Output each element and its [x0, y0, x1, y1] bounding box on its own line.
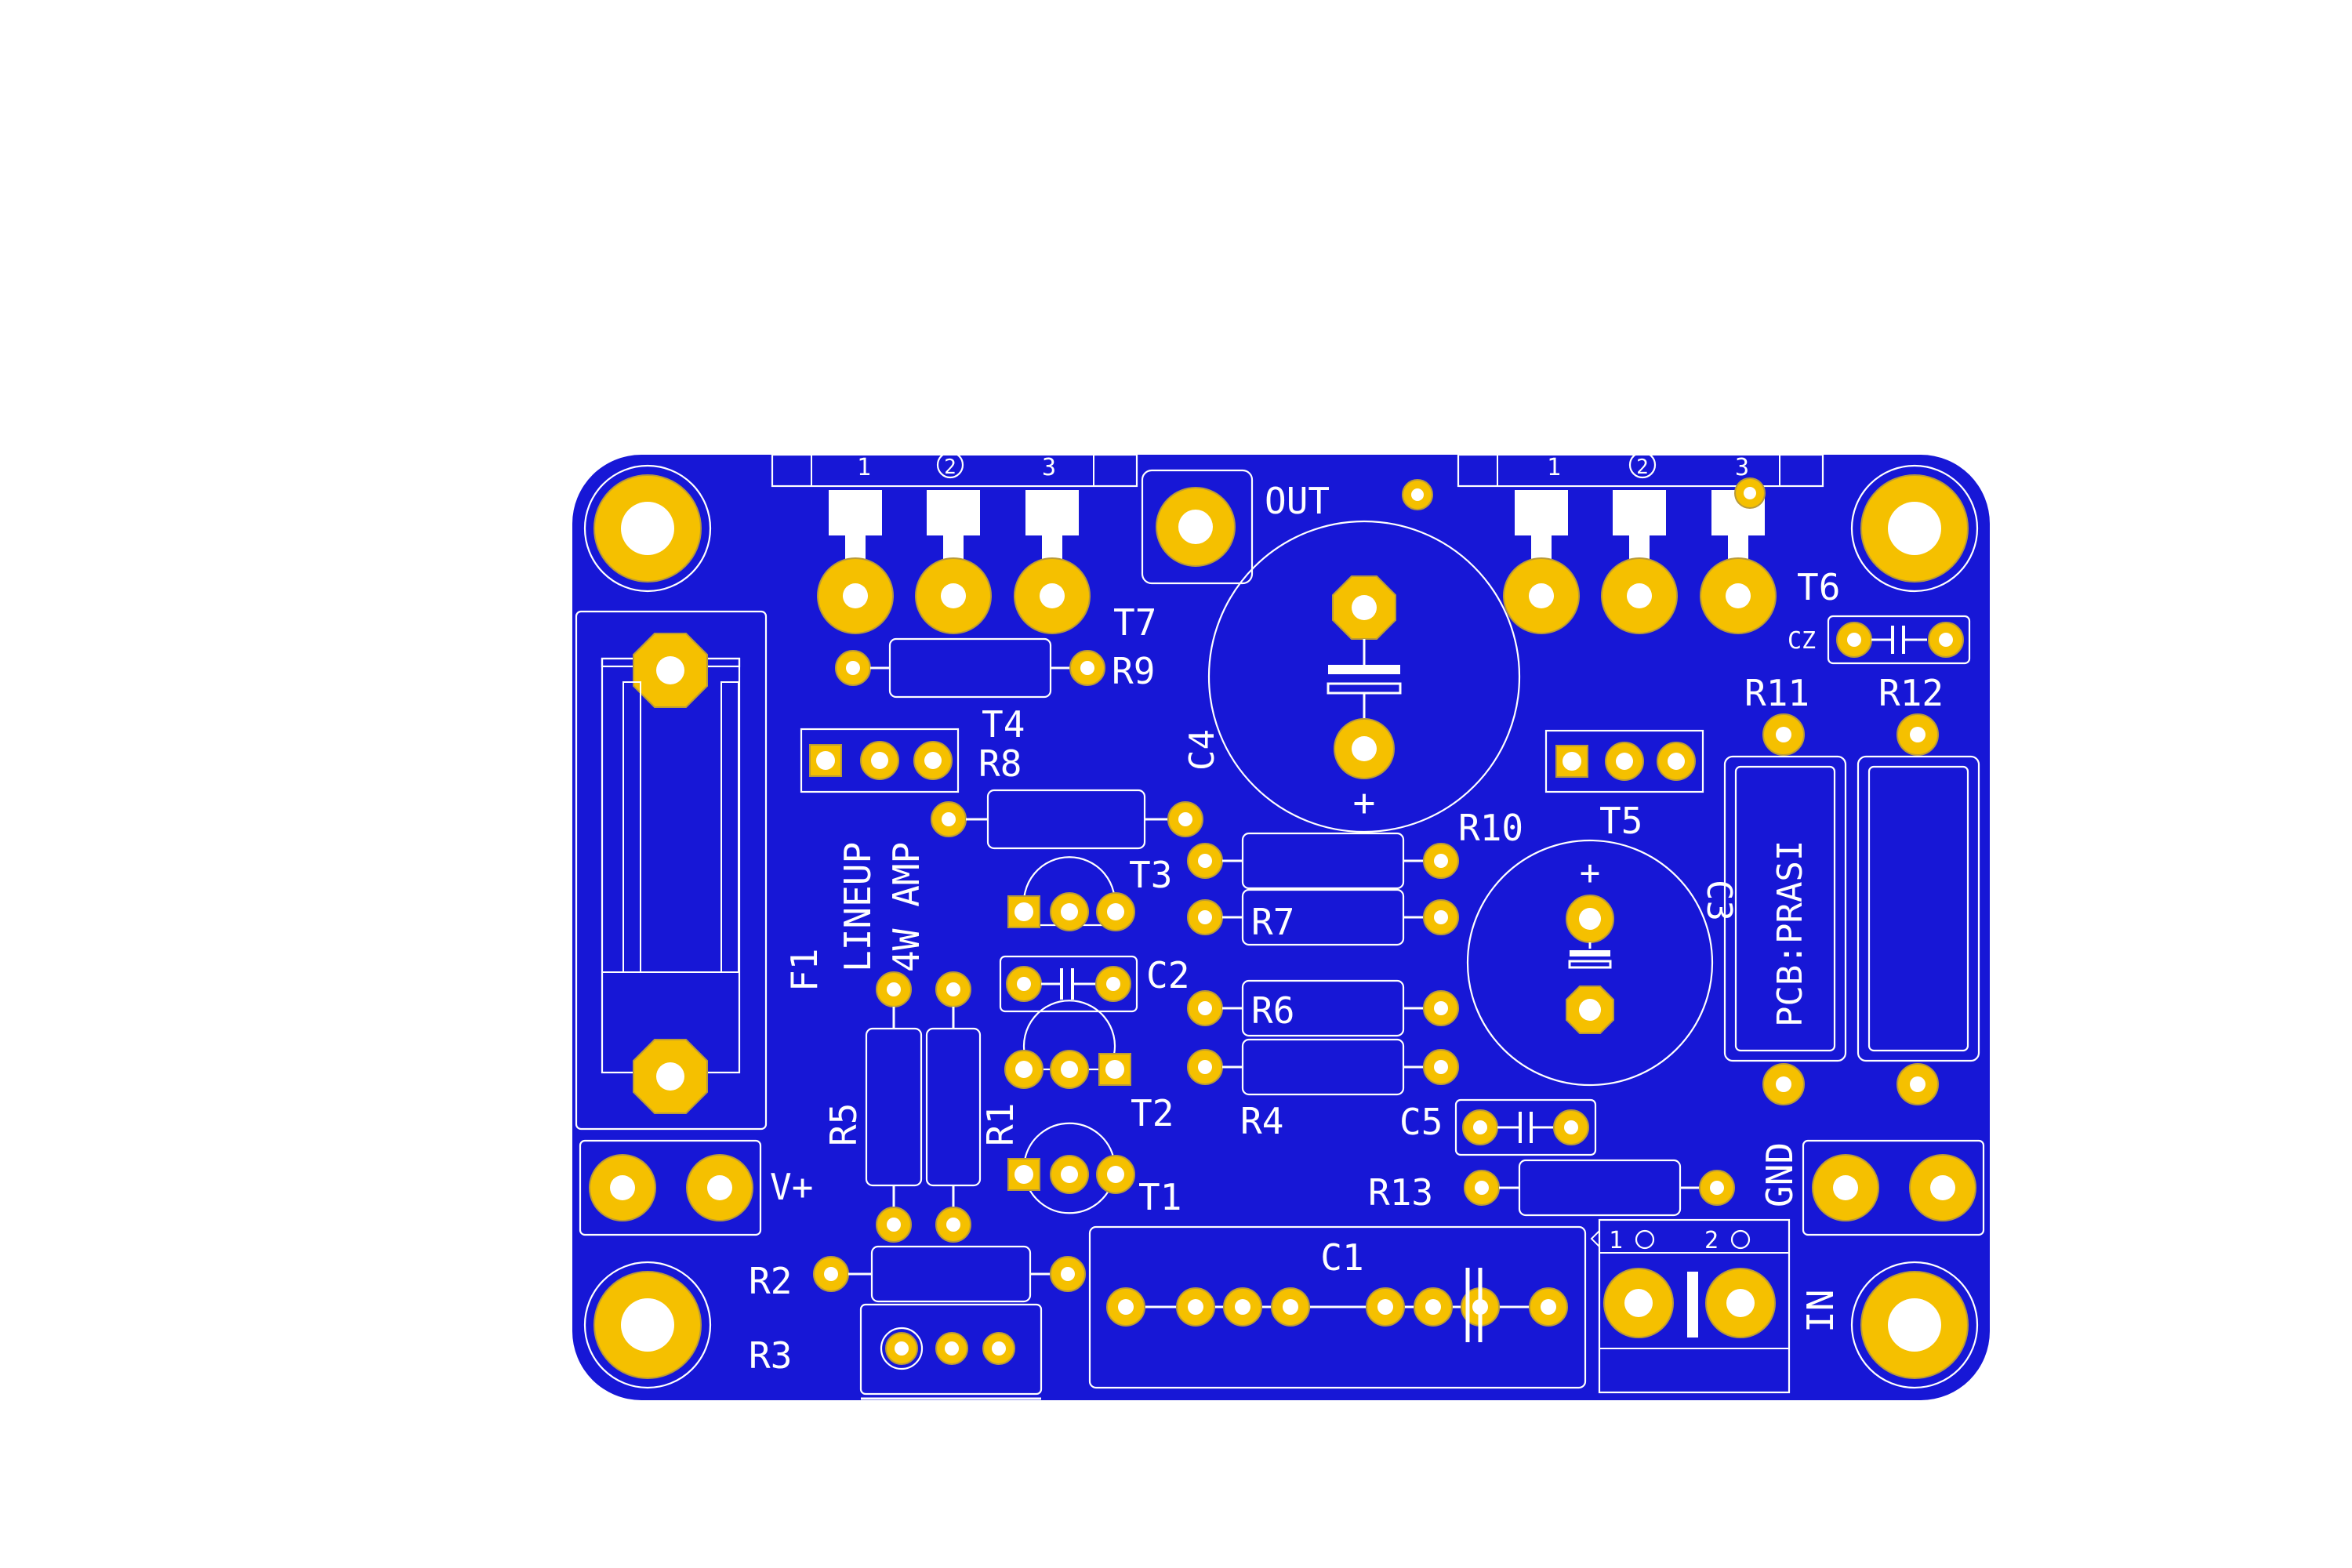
resistor-r5	[865, 971, 923, 1243]
capacitor-c2	[999, 955, 1138, 1013]
resistor-r10	[1187, 832, 1459, 890]
resistor-r6	[1187, 979, 1459, 1037]
mounting-hole-icon	[583, 1261, 712, 1389]
svg-text:2: 2	[1704, 1227, 1719, 1254]
label-r3: R3	[749, 1334, 792, 1377]
label-r6: R6	[1251, 989, 1294, 1032]
label-cz: CZ	[1788, 627, 1816, 655]
capacitor-symbol-icon	[1465, 1268, 1483, 1342]
svg-text:2: 2	[1636, 456, 1649, 479]
resistor-r7	[1187, 888, 1459, 946]
label-t1: T1	[1138, 1176, 1181, 1218]
svg-text:2: 2	[944, 456, 956, 479]
label-f1: F1	[783, 949, 826, 992]
transistor-t5	[1544, 729, 1704, 793]
label-pcb-prasi: PCB:PRASI	[1770, 840, 1810, 1027]
label-4w-amp: 4W AMP	[885, 842, 927, 972]
resistor-r13	[1464, 1159, 1735, 1217]
label-r5: R5	[822, 1103, 865, 1146]
resistor-r4	[1187, 1038, 1459, 1096]
svg-text:3: 3	[1042, 454, 1056, 481]
label-in: IN	[1799, 1290, 1842, 1333]
label-t2: T2	[1131, 1092, 1174, 1134]
label-r7: R7	[1251, 901, 1294, 943]
label-t3: T3	[1129, 854, 1172, 896]
capacitor-c3: +	[1466, 839, 1714, 1087]
svg-text:1: 1	[857, 454, 871, 481]
label-c1: C1	[1320, 1236, 1363, 1279]
capacitor-symbol-icon	[1041, 968, 1096, 1000]
label-gnd: GND	[1759, 1142, 1801, 1207]
label-r8: R8	[978, 742, 1022, 785]
label-c4: C4	[1182, 729, 1222, 771]
svg-text:1: 1	[1547, 454, 1561, 481]
label-r13: R13	[1368, 1171, 1433, 1214]
svg-text:+: +	[1580, 853, 1601, 893]
label-c3: C3	[1699, 880, 1739, 921]
label-r10: R10	[1458, 807, 1523, 849]
label-out: OUT	[1265, 480, 1330, 522]
svg-text:1: 1	[1609, 1227, 1623, 1254]
capacitor-symbol-icon	[1871, 626, 1927, 654]
label-r1: R1	[979, 1103, 1022, 1146]
label-t4: T4	[982, 703, 1025, 746]
fuse-f1	[575, 610, 768, 1131]
capacitor-cz	[1827, 615, 1971, 665]
resistor-r11	[1723, 713, 1847, 1105]
transistor-t1	[1007, 1122, 1135, 1214]
capacitor-c1	[1088, 1225, 1587, 1389]
label-r9: R9	[1112, 650, 1155, 692]
label-r4: R4	[1240, 1100, 1283, 1142]
svg-text:3: 3	[1735, 454, 1749, 481]
connector-in: 1 2	[1590, 1218, 1791, 1394]
label-r12: R12	[1878, 672, 1944, 714]
label-c2: C2	[1146, 954, 1189, 996]
connector-out	[1141, 469, 1254, 585]
transistor-t6: 1 2 3	[1457, 451, 1824, 634]
transistor-t3	[1007, 856, 1135, 931]
mounting-hole-icon	[1850, 464, 1979, 593]
capacitor-c4: +	[1207, 520, 1521, 833]
resistor-r12	[1857, 713, 1980, 1105]
svg-text:+: +	[1353, 781, 1376, 825]
label-r11: R11	[1744, 672, 1809, 714]
mounting-hole-icon	[1850, 1261, 1979, 1389]
capacitor-symbol-icon	[1497, 1112, 1554, 1143]
label-lineup: LINEUP	[837, 842, 879, 972]
label-r2: R2	[749, 1260, 792, 1302]
terminal-v-plus	[579, 1139, 762, 1236]
polarized-capacitor-symbol-icon	[1568, 950, 1612, 969]
label-v-plus: V+	[770, 1166, 813, 1208]
resistor-r2	[813, 1245, 1086, 1303]
terminal-gnd	[1802, 1139, 1985, 1236]
label-t7: T7	[1113, 601, 1156, 644]
label-c5: C5	[1399, 1101, 1443, 1143]
mounting-hole-icon	[583, 464, 712, 593]
label-t6: T6	[1797, 566, 1840, 608]
resistor-r9	[835, 637, 1105, 699]
transistor-t2	[1004, 1000, 1131, 1089]
transistor-t7: 1 2 3	[771, 451, 1138, 634]
resistor-r1	[925, 971, 982, 1243]
capacitor-c5	[1454, 1098, 1597, 1156]
transistor-t4	[800, 728, 960, 793]
trimmer-r3	[859, 1303, 1043, 1400]
label-t5: T5	[1599, 800, 1642, 842]
resistor-r8	[931, 789, 1203, 850]
